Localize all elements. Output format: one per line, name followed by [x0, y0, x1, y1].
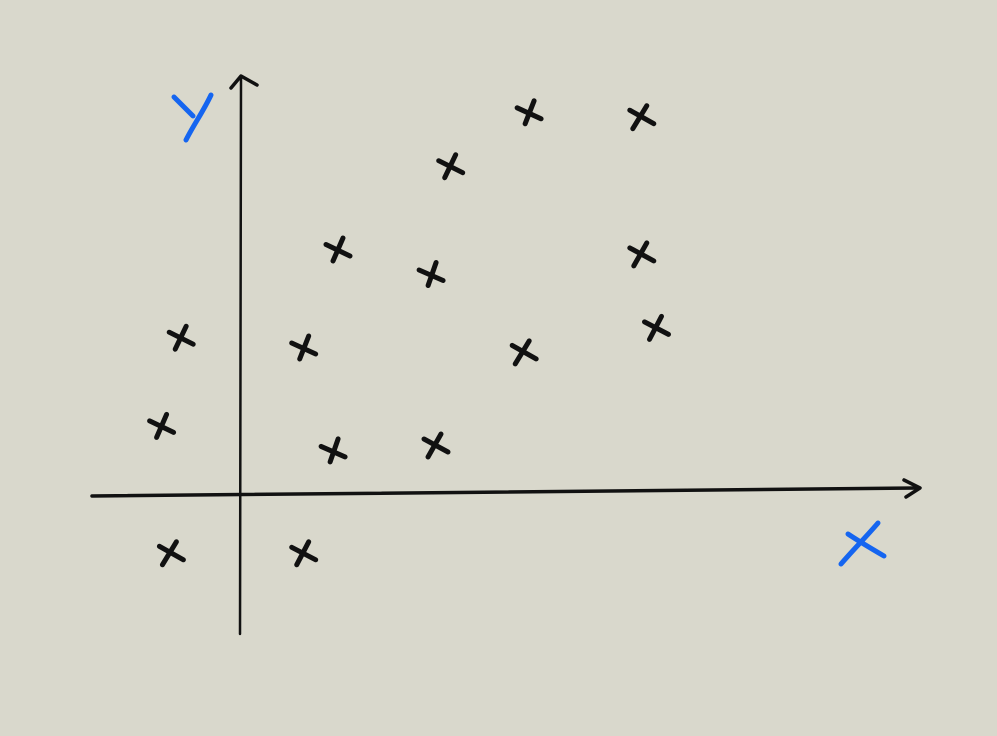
data-point-marker	[627, 240, 657, 269]
x-axis-label: X	[838, 520, 887, 567]
data-point-marker	[627, 103, 657, 132]
data-point-marker	[416, 260, 446, 288]
x-axis-line	[90, 486, 920, 498]
data-point-marker	[509, 338, 539, 367]
data-point-marker	[436, 152, 466, 181]
data-point-marker	[147, 411, 177, 440]
data-point-marker	[289, 539, 319, 568]
data-point-marker	[514, 98, 544, 127]
data-point-marker	[318, 436, 348, 465]
data-point-marker	[323, 235, 353, 264]
y-axis-label: Y	[171, 92, 214, 143]
x-axis-arrowhead	[902, 478, 922, 499]
data-point-marker	[421, 431, 451, 460]
y-axis-arrowhead	[229, 74, 259, 90]
data-point-marker	[166, 323, 196, 352]
data-point-marker	[642, 313, 671, 342]
data-point-marker	[156, 539, 186, 568]
data-points	[147, 98, 671, 568]
y-axis-line	[238, 76, 243, 636]
data-point-marker	[289, 333, 319, 362]
